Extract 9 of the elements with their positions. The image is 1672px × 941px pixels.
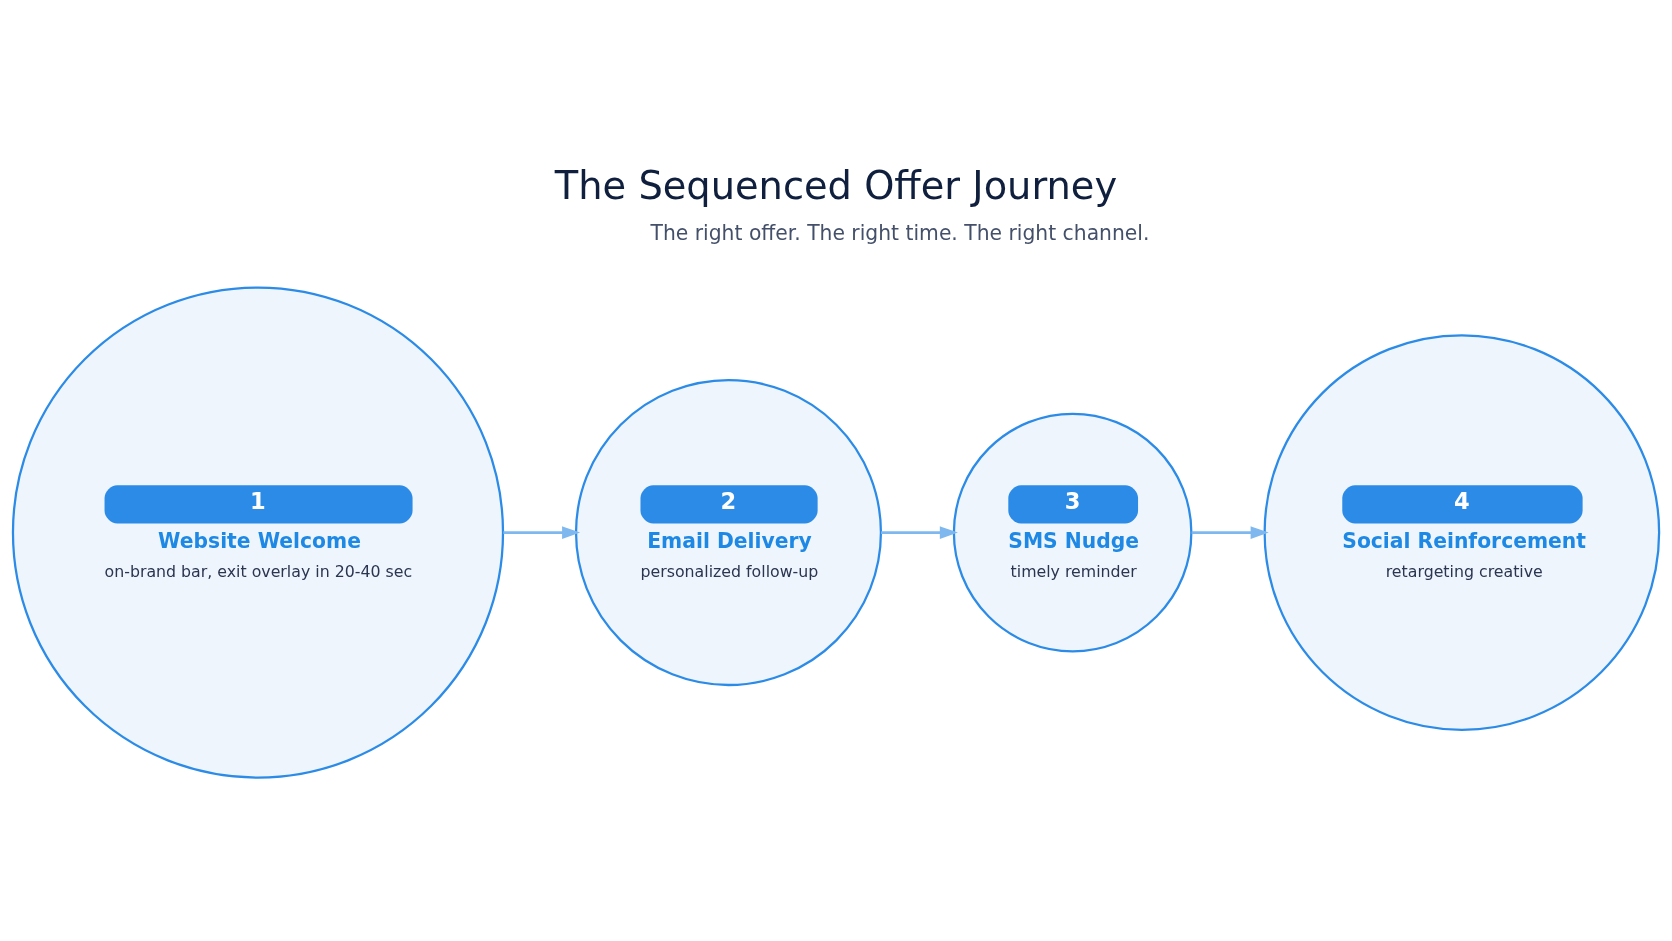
arrow <box>1191 526 1269 539</box>
node-circle: 2 Email Delivery personalized follow-up <box>574 379 883 687</box>
arrow <box>503 526 581 539</box>
label: The right offer. The right time. The right channel. <box>650 220 1150 245</box>
node-circle: 3 SMS Nudge timely reminder <box>952 412 1193 653</box>
arrow <box>881 526 958 539</box>
node-circle: 1 Website Welcome on-brand bar, exit overlay in 20-40 sec <box>11 286 505 779</box>
node-circle: 4 Social Reinforcement retargeting creative <box>1263 334 1661 731</box>
diagram-title: The Sequenced Offer Journey <box>554 162 1118 208</box>
